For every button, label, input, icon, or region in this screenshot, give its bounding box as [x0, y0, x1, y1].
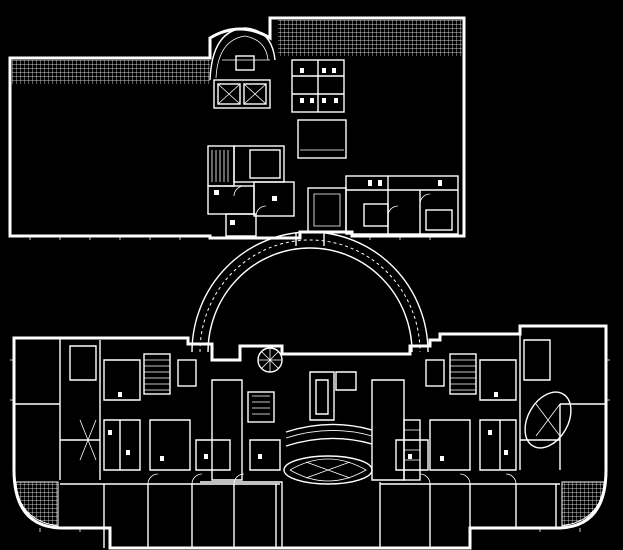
oval-pool: [283, 455, 373, 485]
stair-run: [252, 395, 270, 415]
window-marks: [10, 359, 610, 532]
spiral-stair: [257, 347, 283, 373]
lower-outer-wall: [12, 324, 608, 550]
stair-run: [450, 359, 476, 391]
elevator-core: [213, 55, 271, 109]
stair-run: [211, 150, 229, 182]
central-atrium: [200, 371, 430, 549]
door-swing: [191, 473, 203, 485]
door-swing: [233, 473, 245, 485]
hatch-pattern: [12, 60, 210, 84]
upper-building: [8, 16, 466, 240]
door-swing: [233, 185, 245, 197]
arched-bridge: [191, 231, 429, 353]
service-rooms: [207, 145, 295, 237]
hatch-pattern: [15, 481, 59, 527]
lower-building: [10, 324, 610, 550]
door-swing: [255, 205, 267, 217]
offices: [307, 175, 459, 235]
hatch-pattern: [561, 481, 605, 527]
oval-lounge: [524, 391, 572, 449]
upper-outer-wall: [8, 16, 466, 240]
door-swing: [459, 473, 471, 485]
x-void: [217, 83, 267, 105]
door-swing: [419, 473, 431, 485]
door-swing: [419, 193, 431, 205]
stair-run: [144, 359, 170, 391]
rotunda-stair: [209, 27, 276, 81]
restrooms: [291, 59, 347, 159]
door-swing: [387, 205, 399, 217]
hatch-pattern: [278, 20, 462, 56]
door-swing: [147, 473, 159, 485]
stairwells: [143, 353, 477, 395]
door-swing: [505, 473, 517, 485]
curved-colonnade: [191, 231, 429, 353]
window-marks: [29, 236, 431, 240]
guest-rooms: [14, 326, 606, 548]
